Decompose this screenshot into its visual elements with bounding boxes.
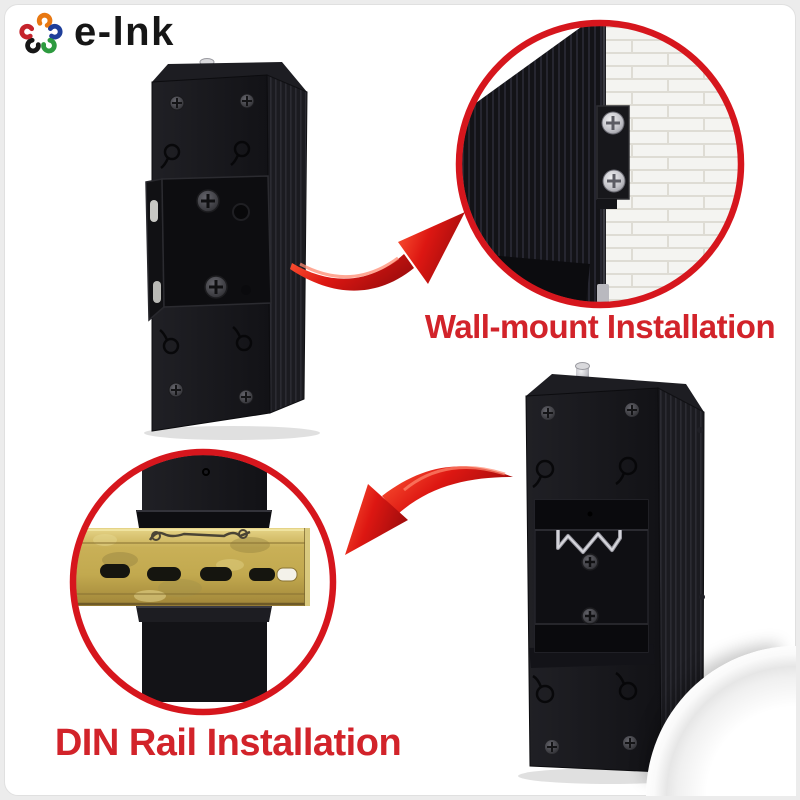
rail-slot	[249, 568, 275, 581]
rail-slot-open	[276, 567, 298, 582]
curved-arrow-up-right-icon	[290, 212, 465, 291]
bracket-hole	[241, 285, 251, 295]
keyhole-slots	[159, 140, 253, 355]
zoom-ring	[455, 19, 745, 309]
brand-logo-text: e-lnk	[74, 10, 175, 54]
device-fin-side	[266, 74, 308, 414]
device-wall-mount-photo	[144, 58, 320, 440]
device-above-rail	[142, 455, 267, 510]
din-rail-clip-plate	[529, 499, 655, 668]
device-din-rail-photo	[518, 362, 705, 784]
device-top-face	[526, 374, 704, 412]
brand-logo: e-lnk	[14, 4, 175, 60]
panel-screws	[541, 403, 639, 754]
spring-clip-wire	[148, 529, 251, 541]
keyhole-slots	[532, 456, 638, 704]
device-shadow	[144, 426, 320, 440]
zoom-circle-wall-mount	[455, 19, 745, 309]
din-rail	[76, 528, 310, 606]
brand-swirl-icon	[19, 12, 63, 54]
device-fin-side-closeup	[462, 26, 606, 302]
bracket-hole	[232, 203, 250, 221]
zoom-ring	[69, 448, 337, 716]
panel-screws	[168, 93, 255, 405]
bracket-slot	[153, 281, 161, 303]
rail-slot	[100, 564, 130, 578]
zoom-circle-din-rail	[69, 448, 337, 716]
din-rail-caption: DIN Rail Installation	[54, 722, 402, 764]
wall-mount-bracket	[145, 175, 272, 322]
curved-arrow-down-left-icon	[345, 465, 513, 555]
bracket-slot	[150, 200, 158, 222]
wall-mount-caption: Wall-mount Installation	[424, 308, 776, 345]
rail-slot	[147, 567, 181, 581]
rail-slot	[200, 567, 232, 581]
